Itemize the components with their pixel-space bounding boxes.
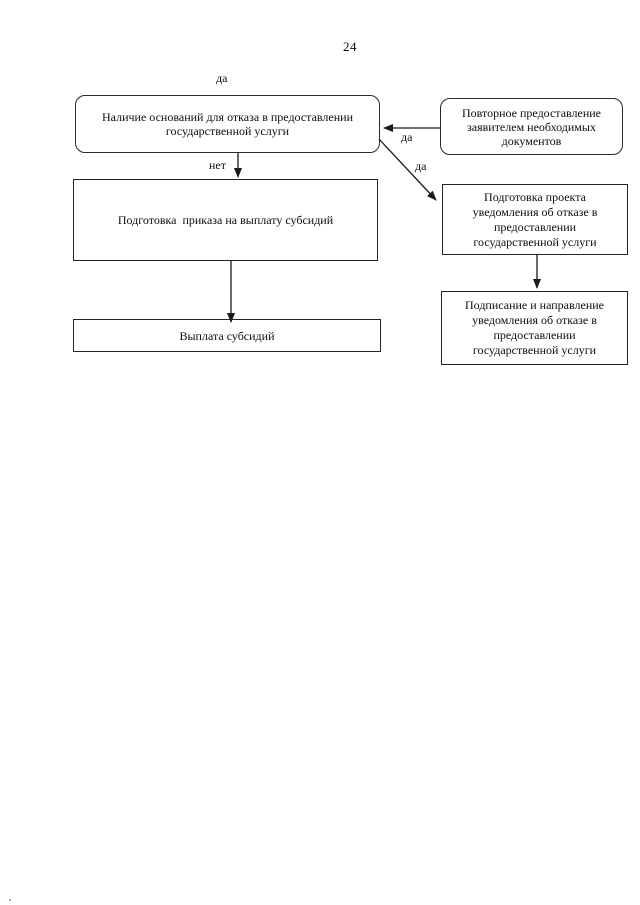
scan-artifact-dot — [9, 899, 11, 901]
flow-node-sign-refusal-notice-label: Подписание и направление уведомления об … — [465, 298, 604, 357]
arrow-grounds-to-draft-notice — [378, 138, 437, 201]
edge-label-yes-resubmission: да — [401, 130, 413, 144]
flow-node-resubmission: Повторное предоставление заявителем необ… — [440, 98, 623, 155]
flow-node-draft-refusal-notice: Подготовка проекта уведомления об отказе… — [442, 184, 628, 255]
edge-label-yes-top: да — [216, 71, 228, 85]
edge-label-no: нет — [209, 158, 226, 172]
flow-node-refusal-grounds-label: Наличие оснований для отказа в предостав… — [102, 110, 353, 138]
flow-node-subsidy-payment: Выплата субсидий — [73, 319, 381, 352]
page-number: 24 — [343, 39, 357, 54]
flow-node-refusal-grounds: Наличие оснований для отказа в предостав… — [75, 95, 380, 153]
flow-node-resubmission-label: Повторное предоставление заявителем необ… — [461, 105, 602, 148]
flow-node-draft-refusal-notice-label: Подготовка проекта уведомления об отказе… — [472, 189, 598, 249]
flow-node-subsidy-payment-label: Выплата субсидий — [179, 328, 275, 343]
flow-node-order-preparation-label: Подготовка приказа на выплату субсидий — [117, 213, 334, 227]
edge-label-yes-refusal: да — [415, 159, 427, 173]
flow-node-sign-refusal-notice: Подписание и направление уведомления об … — [441, 291, 628, 365]
flow-node-order-preparation: Подготовка приказа на выплату субсидий — [73, 179, 378, 261]
